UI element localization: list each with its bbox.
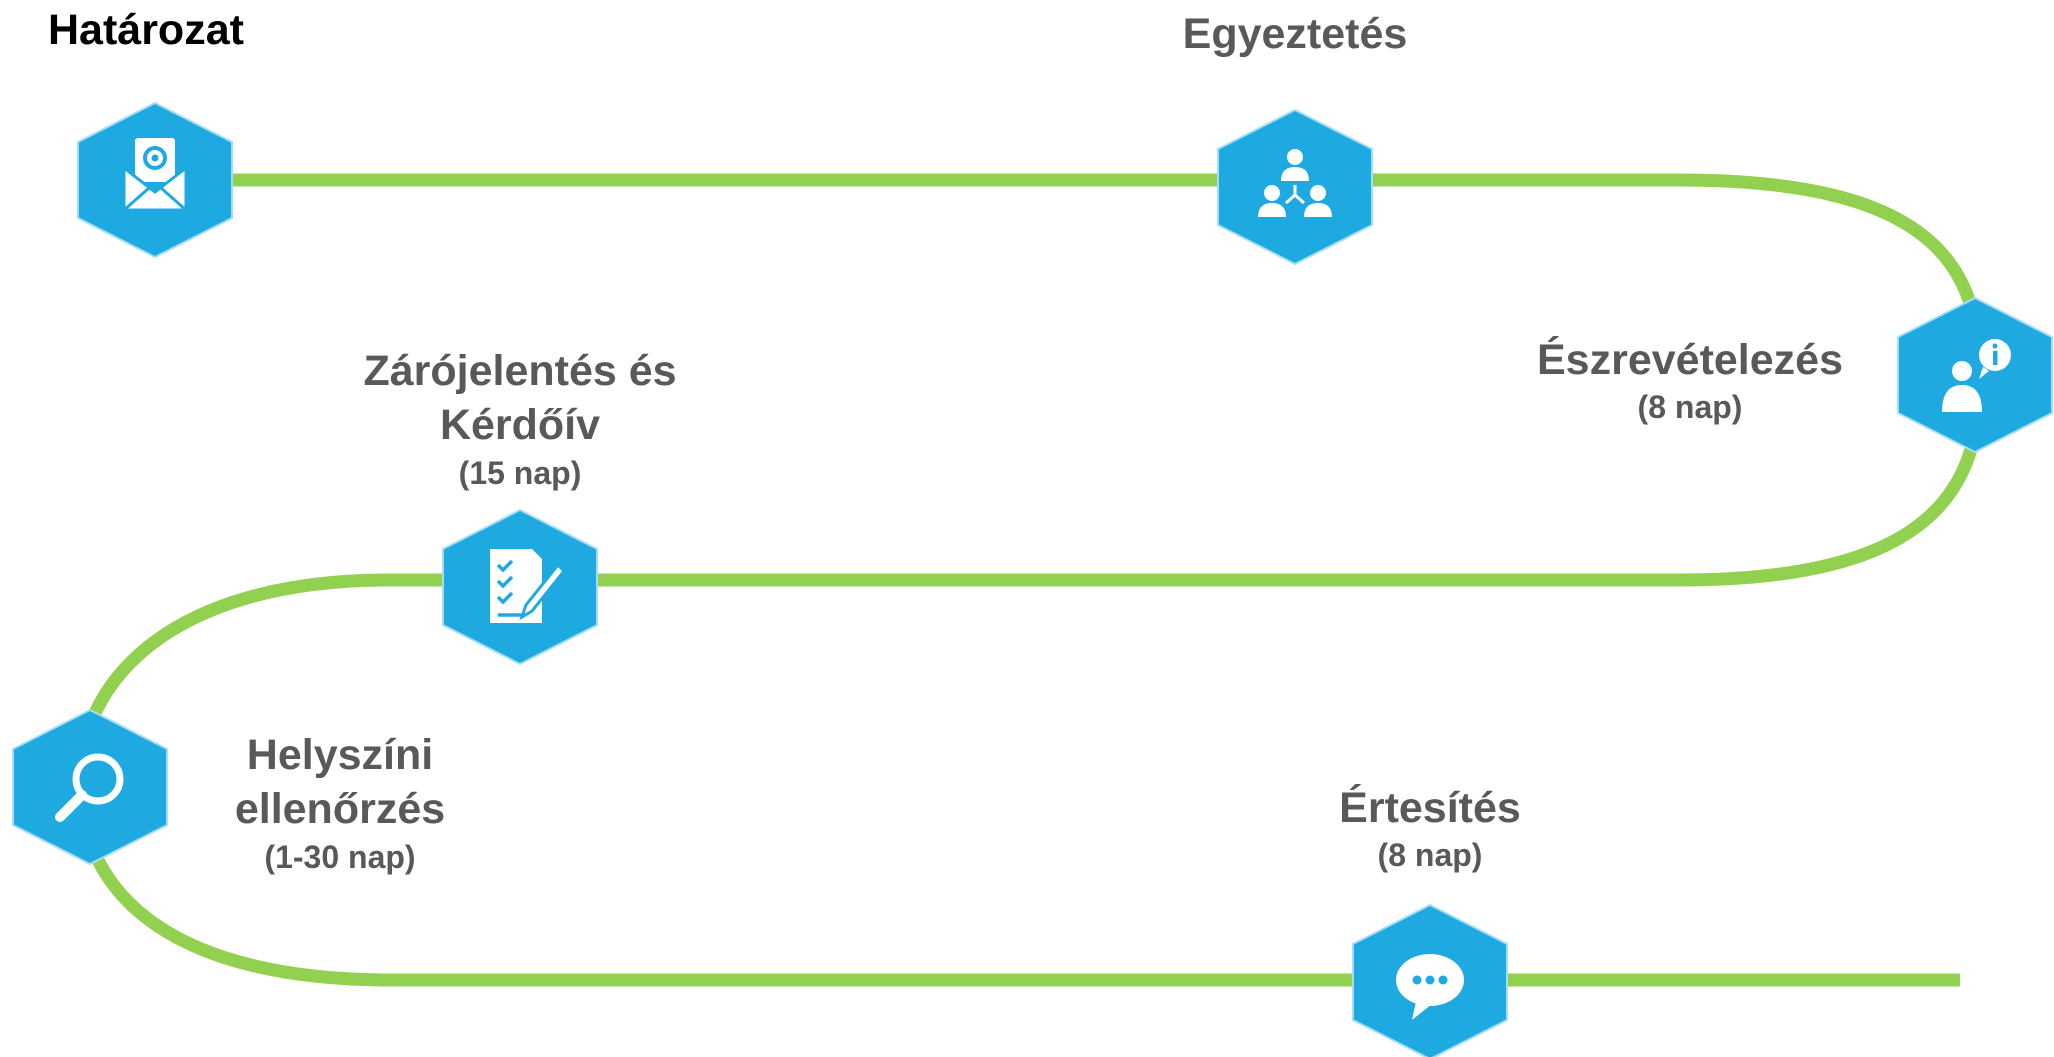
step-title-line2: ellenőrzés (234, 785, 446, 833)
person-info-icon (1942, 339, 2011, 412)
step-helyszini-hexagon (12, 708, 168, 866)
step-title: Határozat (48, 6, 244, 54)
step-duration: (15 nap) (458, 455, 582, 491)
step-ertesites-label: Értesítés (8 nap) (1230, 782, 1630, 876)
step-duration: (1-30 nap) (264, 839, 416, 875)
step-eszrevetelezes-hexagon (1897, 296, 2053, 454)
step-title: Értesítés (1339, 784, 1521, 832)
team-hierarchy-icon (1258, 149, 1332, 217)
step-eszrevetelezes-label: Észrevételezés (8 nap) (1490, 334, 1890, 428)
step-title-line1: Zárójelentés és (363, 347, 677, 395)
step-title: Észrevételezés (1537, 336, 1843, 384)
step-title: Egyeztetés (1182, 10, 1408, 58)
step-ertesites-hexagon (1352, 903, 1508, 1057)
speech-bubble-icon (1396, 954, 1464, 1020)
magnifier-icon (55, 753, 124, 822)
step-egyeztetes-label: Egyeztetés (1095, 8, 1495, 60)
step-title-line1: Helyszíni (246, 731, 434, 779)
step-duration: (8 nap) (1377, 837, 1483, 873)
step-hatarozat-label: Határozat (48, 4, 244, 56)
email-at-icon (122, 138, 188, 212)
step-title-line2: Kérdőív (439, 401, 601, 449)
step-zarojelentes-label: Zárójelentés és Kérdőív (15 nap) (310, 344, 730, 494)
step-duration: (8 nap) (1637, 389, 1743, 425)
step-zarojelentes-hexagon (442, 508, 598, 666)
step-helyszini-label: Helyszíni ellenőrzés (1-30 nap) (180, 728, 500, 878)
step-egyeztetes-hexagon (1217, 108, 1373, 266)
step-hatarozat-hexagon (77, 101, 233, 259)
checklist-pen-icon (490, 549, 567, 623)
timeline-track (73, 173, 1987, 987)
